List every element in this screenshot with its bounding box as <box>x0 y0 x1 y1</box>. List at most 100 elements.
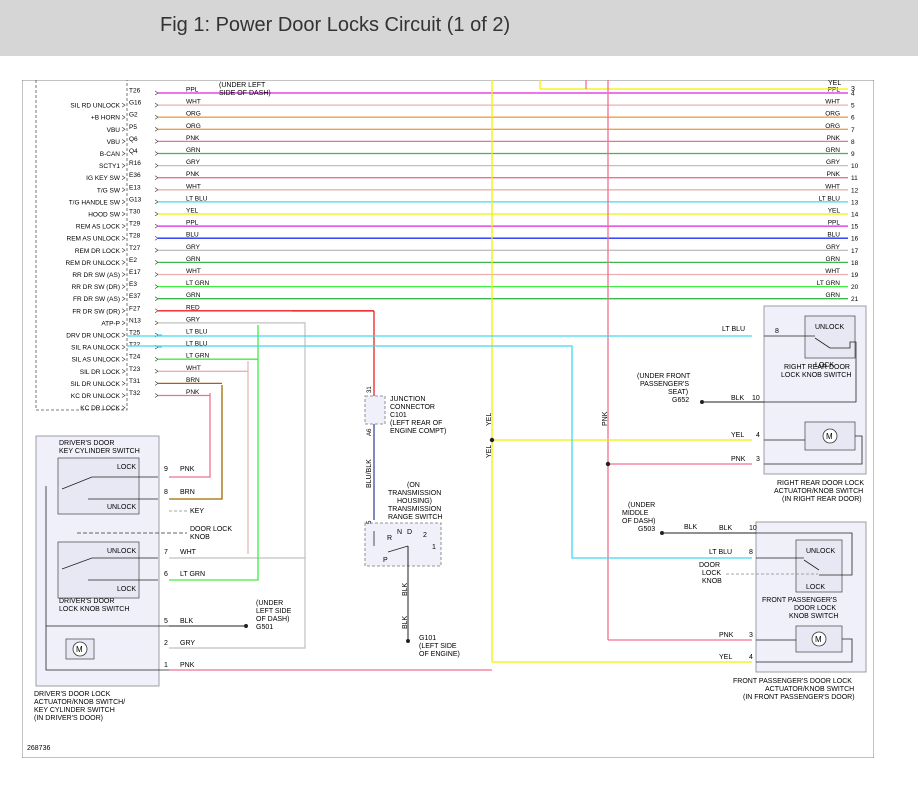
rr-unlock: UNLOCK <box>815 324 845 331</box>
harness-color-right-4: PNK <box>827 135 841 142</box>
knob-unlock: UNLOCK <box>107 548 137 555</box>
harness-arrow-10 <box>121 211 126 217</box>
harness-arrow-15 <box>121 272 126 277</box>
harness-arrow-2 <box>121 114 126 120</box>
harness-pin-0: T26 <box>129 88 141 95</box>
trans-R: R <box>387 535 392 542</box>
harness-color-right-6: GRY <box>826 159 841 166</box>
harness-pin-19: N13 <box>129 317 141 324</box>
harness-num-7: 11 <box>851 175 858 182</box>
harness-color-5: GRN <box>186 147 201 154</box>
fp-pin10: 10 <box>749 525 757 532</box>
harness-color-8: WHT <box>186 183 201 190</box>
harness-label-20: DRV DR UNLOCK <box>66 333 120 340</box>
harness-arrow-3 <box>121 127 126 132</box>
harness-num-8: 12 <box>851 187 859 194</box>
trans-blk-1: BLK <box>402 582 409 596</box>
fp-w4: YEL <box>719 654 732 661</box>
harness-color-right-9: LT BLU <box>819 195 841 202</box>
harness-pin-10: T30 <box>129 209 141 216</box>
harness-arrow-16 <box>121 284 126 289</box>
harness-pin-5: Q4 <box>129 148 138 155</box>
harness-color-right-2: ORG <box>825 111 840 118</box>
harness-label-22: SIL AS UNLOCK <box>71 357 120 364</box>
harness-num-16: 20 <box>851 284 859 291</box>
harness-color-16: LT GRN <box>186 280 210 287</box>
harness-num-10: 14 <box>851 212 859 219</box>
harness-num-11: 15 <box>851 224 859 231</box>
harness-color-right-3: ORG <box>825 123 840 130</box>
knob-lock: LOCK <box>117 586 136 593</box>
rr-pin4: 4 <box>756 432 760 439</box>
harness-color-13: GRY <box>186 244 201 251</box>
harness-arrow-14 <box>121 260 126 265</box>
harness-color-right-15: WHT <box>825 268 840 275</box>
harness-arrow-5 <box>121 151 126 156</box>
harness-color-right-1: WHT <box>825 99 840 106</box>
diagram-border <box>22 80 874 758</box>
harness-label-17: FR DR SW (AS) <box>73 296 120 303</box>
harness-color-18: RED <box>186 304 200 311</box>
harness-num-4: 8 <box>851 139 855 146</box>
harness-label-23: SIL DR LOCK <box>80 369 121 376</box>
harness-arrow-17 <box>121 296 126 301</box>
harness-arrow-1 <box>121 102 126 108</box>
harness-label-4: VBU <box>107 139 121 146</box>
g101-ground <box>406 639 410 643</box>
fp-switch-box <box>795 539 843 593</box>
harness-color-7: PNK <box>186 171 200 178</box>
harness-pin-13: T27 <box>129 245 141 252</box>
g501-ground <box>244 624 248 628</box>
g652-ground <box>700 400 704 404</box>
driver-motor-m: M <box>76 645 83 654</box>
motor-line-1 <box>45 648 169 671</box>
drivers-knob-switch-box <box>57 541 140 599</box>
trans-P: P <box>383 557 388 564</box>
trans-2: 2 <box>423 532 427 539</box>
pnk-route-wire <box>169 393 211 478</box>
rr-switch-box <box>804 315 856 359</box>
harness-pin-21: T22 <box>129 342 141 349</box>
harness-label-2: +B HORN <box>91 115 120 122</box>
key-cyl-switch-blade <box>61 476 93 490</box>
harness-pin-24: T31 <box>129 378 141 385</box>
fp-w8: LT BLU <box>709 549 732 556</box>
harness-pin-18: F27 <box>129 305 141 312</box>
module-outline <box>35 80 128 411</box>
harness-arrow-13 <box>121 248 126 253</box>
rr-lock: LOCK <box>815 362 834 369</box>
harness-pin-3: P5 <box>129 124 137 131</box>
key-label: KEY <box>190 508 204 515</box>
harness-num-12: 16 <box>851 236 859 243</box>
harness-color-14: GRN <box>186 256 201 263</box>
harness-label-16: RR DR SW (DR) <box>72 284 120 291</box>
trans-1: 1 <box>432 544 436 551</box>
harness-color-right-11: PPL <box>828 220 841 227</box>
harness-color-1: WHT <box>186 99 201 106</box>
harness-color-4: PNK <box>186 135 200 142</box>
rr-pin10: 10 <box>752 395 760 402</box>
rr-w10: BLK <box>731 395 745 402</box>
trans-D: D <box>407 529 412 536</box>
harness-arrow-25 <box>121 393 126 398</box>
g503-ground <box>660 531 664 535</box>
drv-pin5: 5 <box>164 618 168 625</box>
harness-label-5: B-CAN <box>100 151 121 158</box>
rr-switch-blade <box>814 337 831 349</box>
harness-num-15: 19 <box>851 272 859 279</box>
drv-w2: GRY <box>180 640 195 647</box>
harness-arrow-24 <box>121 381 126 386</box>
ltblu-fp-wire <box>127 345 752 559</box>
key-cyl-lock: LOCK <box>117 464 136 471</box>
harness-arrow-26 <box>121 405 126 410</box>
